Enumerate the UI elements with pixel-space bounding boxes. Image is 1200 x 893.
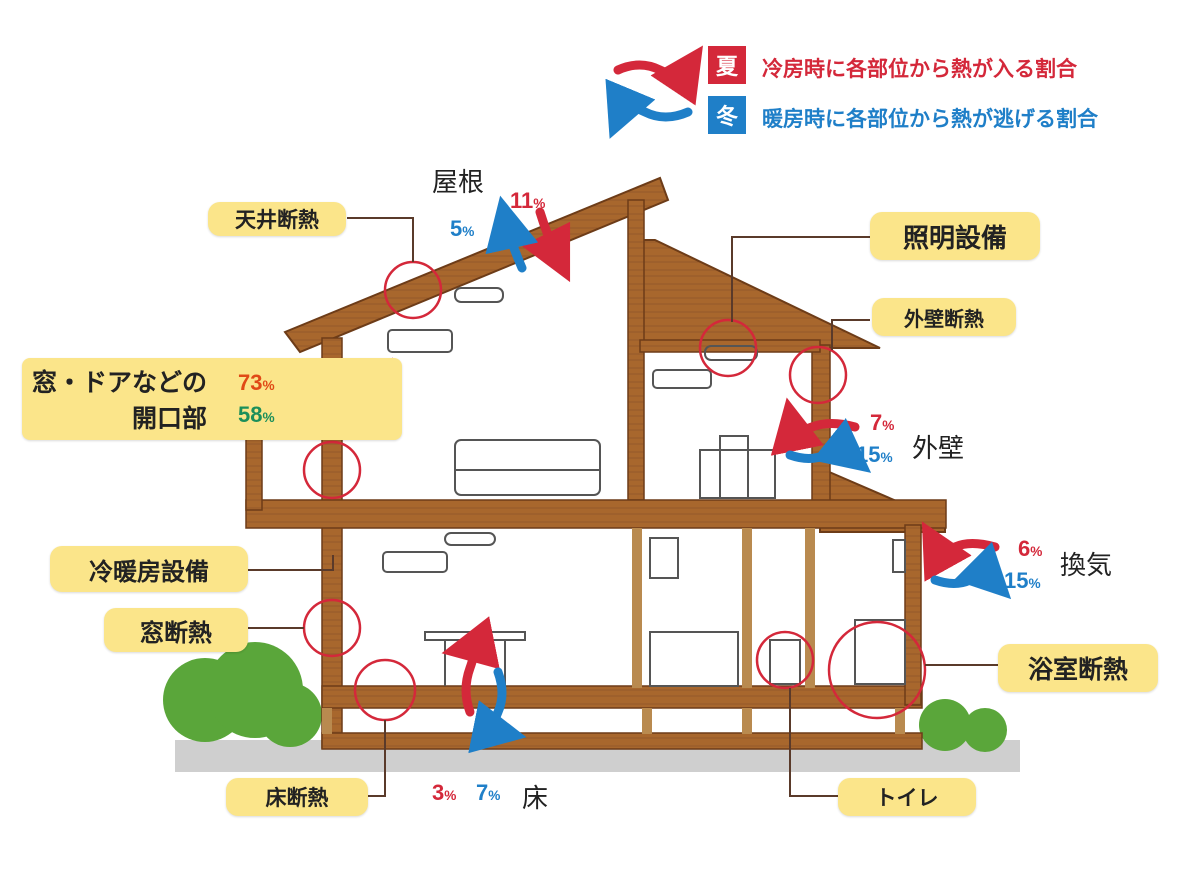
hvac-label: 冷暖房設備 [50,546,248,592]
roof-name: 屋根 [432,168,485,198]
leader-lines [248,217,998,797]
lighting-label: 照明設備 [870,212,1040,260]
floor-winter-arrow [468,667,527,754]
ventilation-name: 換気 [1060,551,1113,581]
ventilation-winter-pct: 15% [1004,568,1041,593]
floor-insulation-label: 床断熱 [226,778,368,816]
toilet-label: トイレ [838,778,976,816]
legend-summer-arrow [613,45,703,106]
wall-winter-arrow [785,418,872,473]
window-insulation-label: 窓断熱 [104,608,248,652]
roof-summer-arrow [521,207,571,283]
opening-summer-pct: 73% [238,370,275,395]
roof-winter-pct: 5% [450,216,475,241]
winter-badge: 冬 [708,96,746,134]
interior-walls [322,528,905,734]
summer-legend-text: 冷房時に各部位から熱が入る割合 [762,57,1077,81]
heat-arrows [288,195,1012,754]
window-door-label: 窓・ドアなどの 開口部 [22,358,402,440]
wall-winter-pct: 15% [856,442,893,467]
bathroom-insulation-label: 浴室断熱 [998,644,1158,692]
wall-name: 外壁 [912,434,965,464]
ceiling-insulation-label: 天井断熱 [208,202,346,236]
roof-winter-arrow [485,195,539,273]
ventilation-summer-pct: 6% [1018,536,1043,561]
main-roof [283,176,670,354]
winter-legend-text: 暖房時に各部位から熱が逃げる割合 [762,107,1098,131]
wall-summer-pct: 7% [870,410,895,435]
floor-summer-pct: 3% [432,780,457,805]
window-door-line1: 窓・ドアなどの [32,368,208,397]
legend-winter-arrow [605,78,693,139]
floor-winter-pct: 7% [476,780,501,805]
summer-badge: 夏 [708,46,746,84]
opening-winter-pct: 58% [238,402,275,427]
window-door-line2: 開口部 [132,404,208,433]
right-roof [631,239,881,349]
floor-name: 床 [522,784,549,814]
roof-summer-pct: 11% [510,188,546,213]
vent-winter-arrow [930,541,1012,600]
bushes [163,642,1007,752]
floor-summer-arrow [441,616,500,717]
house-frame [245,199,947,750]
vent-summer-arrow [921,521,1000,582]
exterior-wall-insulation-label: 外壁断熱 [872,298,1016,336]
